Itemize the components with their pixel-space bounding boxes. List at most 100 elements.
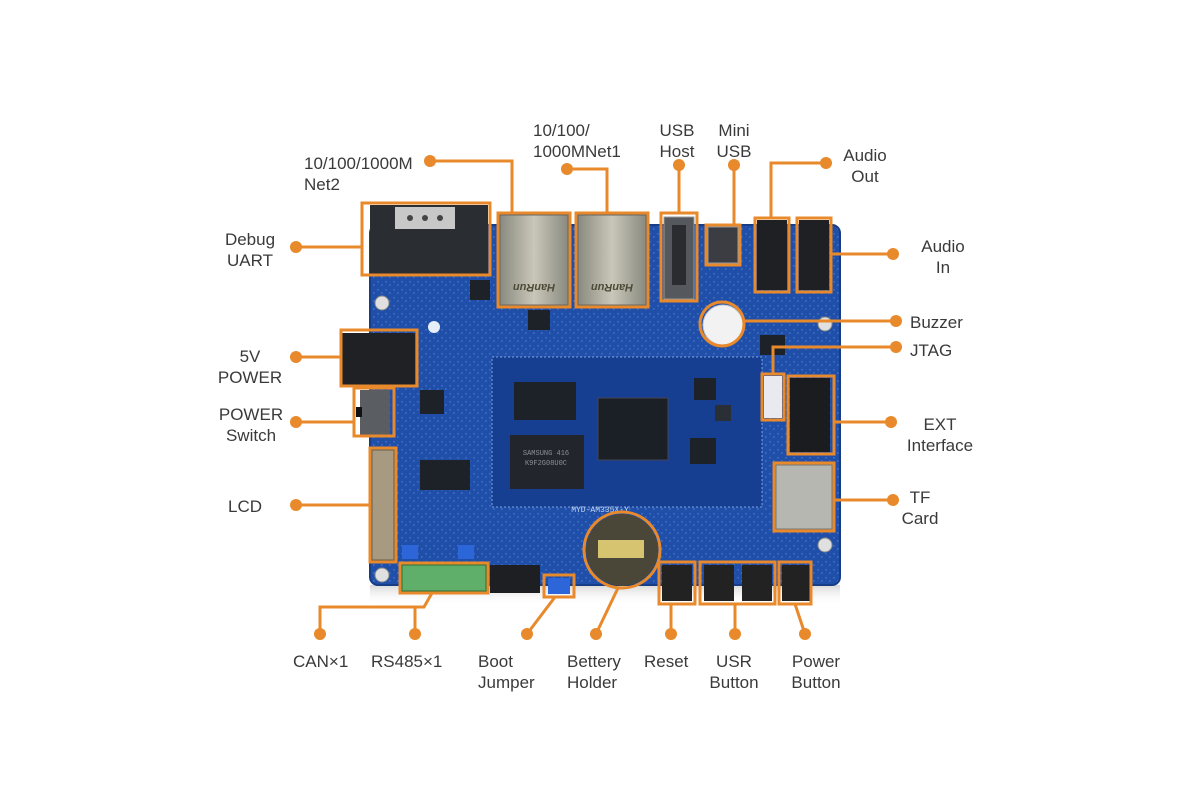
ext-interface-dot	[885, 416, 897, 428]
power-jack	[340, 333, 415, 385]
audio-out-dot	[820, 157, 832, 169]
usr-button-part	[742, 565, 772, 601]
label-usr-button: USR Button	[709, 652, 759, 692]
tf-card-slot	[775, 464, 833, 530]
usb-host-dot	[673, 159, 685, 171]
reset-dot	[665, 628, 677, 640]
mount-hole	[374, 295, 390, 311]
rj45-brand: HanRun	[513, 281, 555, 293]
jtag-dot	[890, 341, 902, 353]
ext-interface-highlight-box	[786, 374, 836, 456]
chip	[715, 405, 731, 421]
battery-holder-leader-line	[594, 587, 620, 635]
chip	[528, 310, 550, 330]
label-debug-uart: Debug UART	[224, 230, 276, 270]
reset-button-part	[662, 565, 692, 601]
label-power-switch: POWER Switch	[218, 405, 284, 445]
flash-chip	[510, 435, 584, 489]
mini-usb-port	[707, 226, 739, 264]
board-model-text: MYD-AM335X-Y	[571, 506, 629, 515]
label-net2: 10/100/1000M Net2	[304, 154, 413, 194]
net2-highlight-box	[496, 211, 572, 309]
ext-header	[790, 378, 830, 452]
can-dot	[314, 628, 326, 640]
db9-connector	[370, 205, 488, 275]
svg-text:K9F2G08U0C: K9F2G08U0C	[525, 460, 567, 468]
chip	[470, 280, 490, 300]
chip	[694, 378, 716, 400]
pcb: SAMSUNG 416 K9F2G08U0C MYD-AM335X-Y	[340, 205, 841, 601]
lcd-connector	[371, 449, 395, 561]
label-buzzer: Buzzer	[910, 313, 963, 332]
flash-text: SAMSUNG 416	[523, 450, 569, 458]
label-battery-holder: Bettery Holder	[567, 652, 621, 692]
usr-button-part	[704, 565, 734, 601]
chip	[420, 390, 444, 414]
rj45-net2: HanRun	[499, 214, 569, 306]
power-switch-highlight-box	[352, 386, 396, 438]
power-button-dot	[799, 628, 811, 640]
audio-out-leader-line	[769, 161, 826, 218]
label-5v-power: 5V POWER	[217, 347, 283, 387]
chip	[420, 460, 470, 490]
label-power-button: Power Button	[791, 652, 841, 692]
jumper	[402, 545, 418, 559]
lcd-dot	[290, 499, 302, 511]
tf-card-highlight-box	[772, 461, 836, 533]
black-connector	[490, 565, 540, 593]
tf-card-dot	[887, 494, 899, 506]
mount-hole	[374, 567, 390, 583]
terminal-highlight-box	[398, 561, 490, 595]
net1-highlight-box	[574, 211, 650, 309]
audio-out-jack	[757, 220, 787, 290]
net1-dot	[561, 163, 573, 175]
label-rs485: RS485×1	[371, 652, 443, 671]
mini-usb-highlight-box	[704, 223, 742, 267]
debug-uart-dot	[290, 241, 302, 253]
label-tf-card: TF Card	[901, 488, 939, 528]
label-usb-host: USB Host	[659, 121, 695, 161]
battery-holder-highlight-ring	[582, 510, 662, 590]
rj45-net1: HanRun	[577, 214, 647, 306]
label-boot-jumper: Boot Jumper	[478, 652, 535, 692]
power-5v-dot	[290, 351, 302, 363]
label-audio-out: Audio Out	[843, 146, 887, 186]
battery-holder-dot	[590, 628, 602, 640]
label-mini-usb: Mini USB	[716, 121, 752, 161]
buzzer-highlight-ring	[698, 300, 746, 348]
boot-jumper-highlight-box	[542, 573, 576, 599]
label-lcd: LCD	[228, 497, 263, 516]
usr-button-dot	[729, 628, 741, 640]
usr-button-highlight-box	[698, 560, 777, 606]
net2-leader-line	[430, 159, 514, 213]
label-jtag: JTAG	[910, 341, 953, 360]
power-switch-dot	[290, 416, 302, 428]
audio-in-dot	[887, 248, 899, 260]
buzzer-dot	[890, 315, 902, 327]
rs485-leader-line	[413, 605, 424, 634]
chip	[760, 335, 785, 355]
jtag-leader-line	[771, 345, 896, 374]
svg-text:HanRun: HanRun	[591, 281, 633, 293]
audio-in-jack	[799, 220, 829, 290]
jumper	[458, 545, 474, 559]
net2-dot	[424, 155, 436, 167]
label-ext-interface: EXT Interface	[906, 415, 974, 455]
boot-jumper-dot	[521, 628, 533, 640]
can-leader-line	[318, 592, 434, 634]
label-net1: 10/100/ 1000MNet1	[533, 121, 621, 161]
boot-jumper-part	[548, 578, 570, 594]
callout-layer	[290, 155, 902, 640]
cpu-chip	[597, 397, 669, 461]
logo-mark	[428, 321, 440, 333]
rs485-dot	[409, 628, 421, 640]
boot-jumper-leader-line	[525, 596, 557, 635]
mount-hole	[817, 537, 833, 553]
mini-usb-dot	[728, 159, 740, 171]
terminal-block	[401, 564, 487, 592]
ram-chip	[514, 382, 576, 420]
power-switch-part	[360, 390, 390, 435]
mount-hole	[817, 316, 833, 332]
jtag-header	[764, 376, 782, 418]
